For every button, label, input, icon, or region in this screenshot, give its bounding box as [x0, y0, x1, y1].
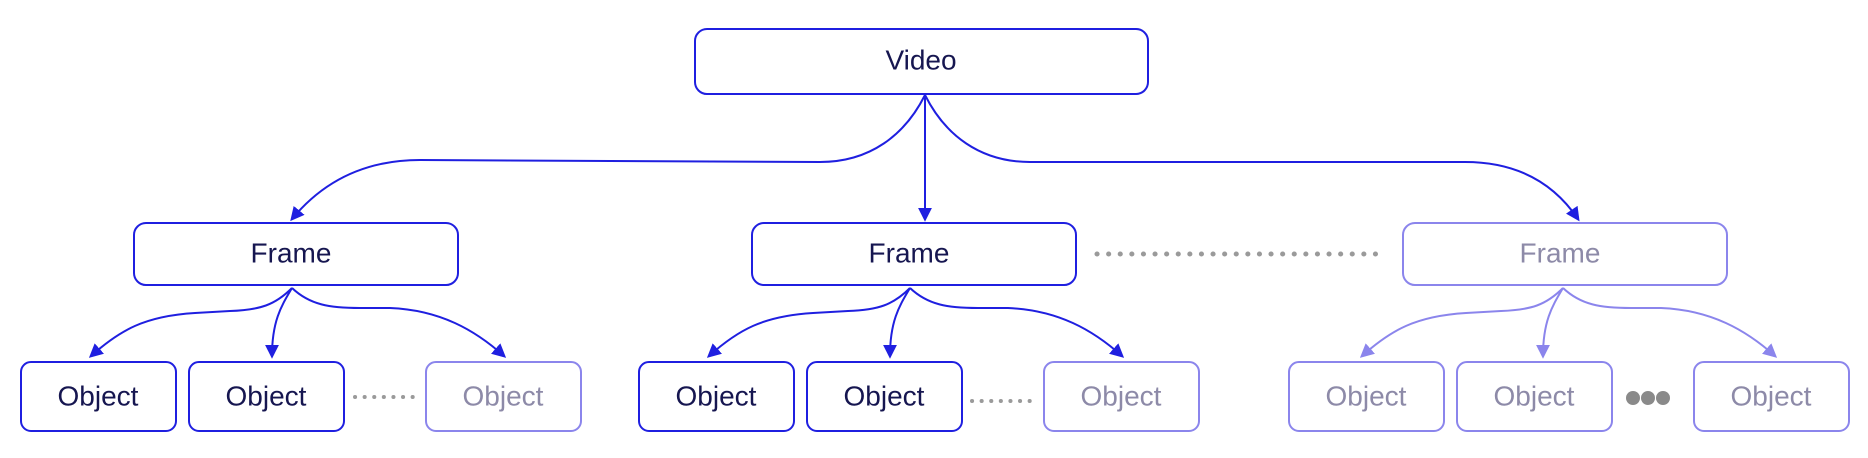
connector-frame-1-object-2 — [265, 287, 293, 359]
connector-frame-1-object-1 — [88, 287, 293, 358]
connector-video-frame-3 — [924, 94, 1580, 222]
object-node-1-1-label: Object — [58, 380, 139, 411]
object-node-2-2-label: Object — [844, 380, 925, 411]
connector-frame-2-object-1 — [706, 287, 911, 358]
frame-1-connectors — [88, 287, 507, 359]
object-node-3-2: Object — [1456, 361, 1613, 432]
connector-frame-2-object-3 — [909, 287, 1125, 358]
object-node-2-3-label: Object — [1081, 380, 1162, 411]
frame-node-1: Frame — [133, 222, 459, 286]
object-node-3-3: Object — [1693, 361, 1850, 432]
frame-node-2-label: Frame — [869, 237, 950, 268]
connector-frame-3-object-2 — [1536, 287, 1564, 359]
frame-node-3-label: Frame — [1520, 237, 1601, 268]
video-node-label: Video — [885, 44, 956, 75]
object-node-2-3: Object — [1043, 361, 1200, 432]
object-node-1-2-label: Object — [226, 380, 307, 411]
object-node-1-3: Object — [425, 361, 582, 432]
object-node-1-1: Object — [20, 361, 177, 432]
object-node-3-2-label: Object — [1494, 380, 1575, 411]
object-node-3-1: Object — [1288, 361, 1445, 432]
object-node-3-3-label: Object — [1731, 380, 1812, 411]
frame-3-connectors — [1359, 287, 1778, 359]
video-node: Video — [694, 28, 1149, 95]
connector-frame-3-object-1 — [1359, 287, 1564, 358]
object-node-2-2: Object — [806, 361, 963, 432]
connector-frame-1-object-3 — [291, 287, 507, 358]
object-node-1-2: Object — [188, 361, 345, 432]
connector-video-frame-1 — [290, 94, 926, 222]
root-connectors — [290, 94, 1580, 222]
object-node-1-3-label: Object — [463, 380, 544, 411]
separators — [353, 251, 1670, 405]
frame-node-1-label: Frame — [251, 237, 332, 268]
connector-frame-2-object-2 — [883, 287, 911, 359]
object-node-2-1-label: Object — [676, 380, 757, 411]
frame-node-2: Frame — [751, 222, 1077, 286]
object-node-2-1: Object — [638, 361, 795, 432]
frame-node-3: Frame — [1402, 222, 1728, 286]
object-node-3-1-label: Object — [1326, 380, 1407, 411]
frame-2-connectors — [706, 287, 1125, 359]
object-separator-bullets — [1626, 391, 1670, 405]
connector-frame-3-object-3 — [1562, 287, 1778, 358]
